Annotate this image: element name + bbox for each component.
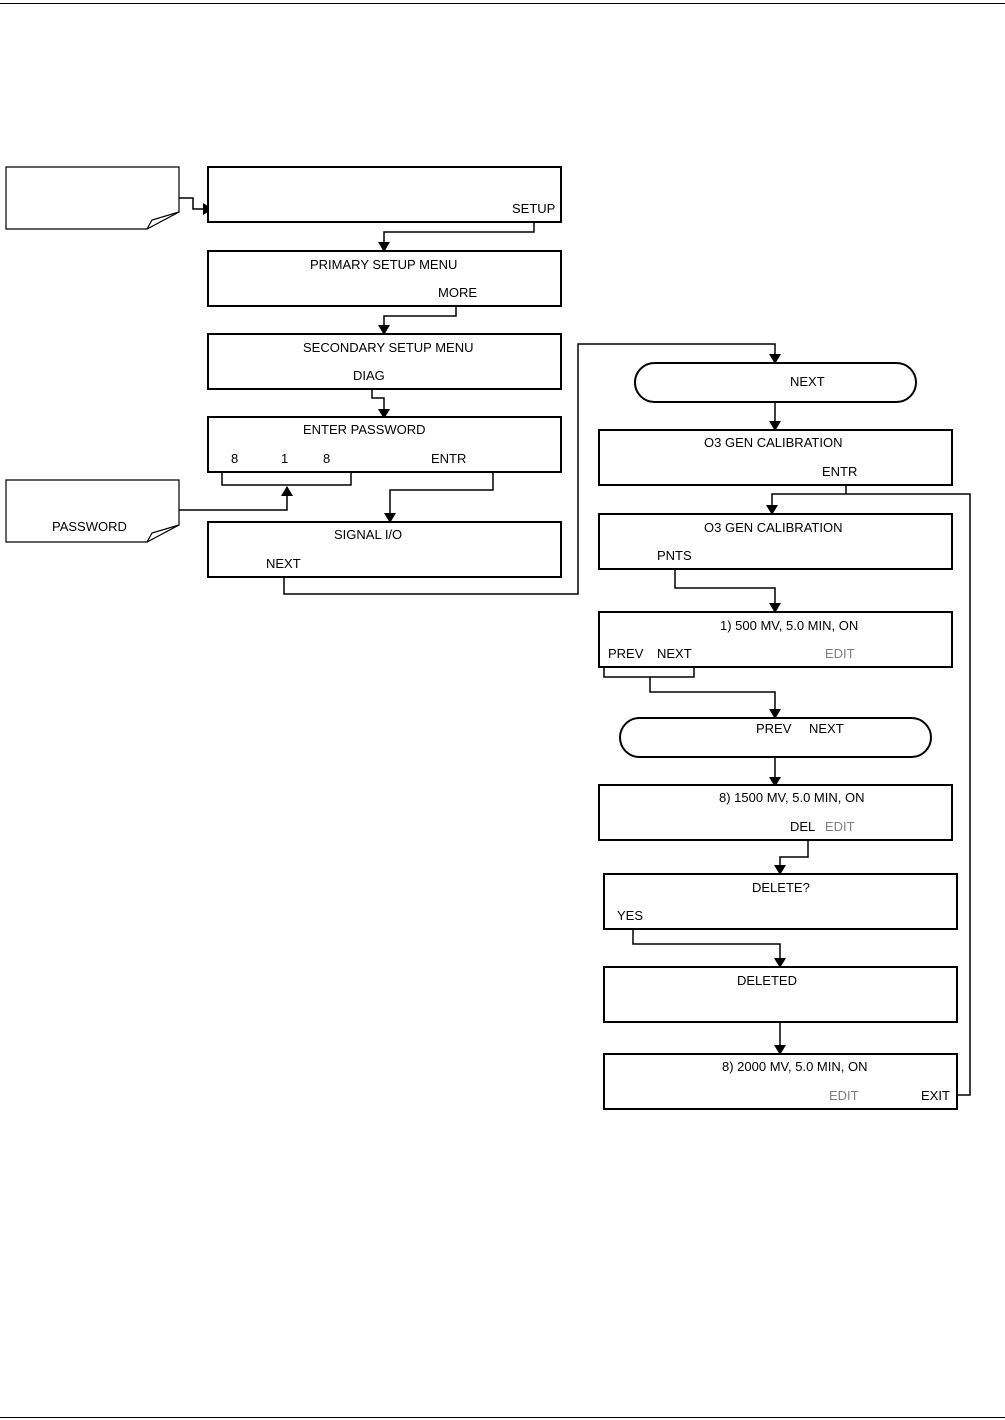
yes-button[interactable]: YES <box>617 908 644 923</box>
secondary-setup-title: SECONDARY SETUP MENU <box>303 340 474 355</box>
connector-signal-next <box>283 343 781 595</box>
next-loop-next-button[interactable]: NEXT <box>790 374 825 389</box>
connector-diag <box>371 382 390 419</box>
point-8-new-title: 8) 2000 MV, 5.0 MIN, ON <box>722 1059 868 1074</box>
next-loop-pill <box>634 362 917 403</box>
primary-setup-screen <box>207 250 562 307</box>
connector-del <box>774 834 809 875</box>
deleted-title: DELETED <box>737 973 797 988</box>
connector-pnts <box>674 562 781 613</box>
note-password: PASSWORD <box>52 519 127 534</box>
connector-setup <box>378 218 535 252</box>
o3-calibration-screen-1 <box>598 429 953 486</box>
deleted-screen <box>603 966 958 1023</box>
point-8-screen <box>598 784 953 841</box>
pnts-button[interactable]: PNTS <box>657 548 692 563</box>
setup-button[interactable]: SETUP <box>512 201 556 216</box>
password-digit-1[interactable]: 8 <box>231 451 239 466</box>
signal-io-title: SIGNAL I/O <box>334 527 403 542</box>
o3-calibration-screen-2 <box>598 513 953 570</box>
delete-confirm-screen <box>603 873 958 930</box>
diag-button[interactable]: DIAG <box>353 368 385 383</box>
note-shape-password <box>5 479 180 543</box>
point-1-edit-button[interactable]: EDIT <box>825 646 855 661</box>
connector-password-note <box>179 486 293 511</box>
del-button[interactable]: DEL <box>790 819 816 834</box>
prev-next-loop-prev-button[interactable]: PREV <box>756 721 792 736</box>
prev-next-loop-next-button[interactable]: NEXT <box>809 721 844 736</box>
o3-entr-button[interactable]: ENTR <box>822 464 858 479</box>
connector-prev-next <box>649 677 781 719</box>
entr-button[interactable]: ENTR <box>431 451 467 466</box>
connector-more <box>378 302 457 335</box>
point-1-next-button[interactable]: NEXT <box>657 646 692 661</box>
password-digit-3[interactable]: 8 <box>323 451 331 466</box>
secondary-setup-screen <box>207 333 562 390</box>
delete-confirm-title: DELETE? <box>752 880 810 895</box>
password-screen <box>207 416 562 473</box>
note-shape-1 <box>5 166 180 230</box>
password-title: ENTER PASSWORD <box>303 422 426 437</box>
point-1-screen <box>598 611 953 668</box>
exit-button[interactable]: EXIT <box>921 1088 950 1103</box>
point-8-new-edit-button[interactable]: EDIT <box>829 1088 859 1103</box>
footer-rule <box>0 1417 1005 1418</box>
o3-calibration-title-2: O3 GEN CALIBRATION <box>704 520 843 535</box>
primary-setup-title: PRIMARY SETUP MENU <box>310 257 458 272</box>
signal-io-screen <box>207 521 562 578</box>
o3-calibration-title-1: O3 GEN CALIBRATION <box>704 435 843 450</box>
main-screen <box>207 166 562 223</box>
connector-entr <box>384 466 494 523</box>
point-8-edit-button[interactable]: EDIT <box>825 819 855 834</box>
point-8-new-screen <box>603 1053 958 1110</box>
password-digit-2[interactable]: 1 <box>281 451 289 466</box>
point-8-title: 8) 1500 MV, 5.0 MIN, ON <box>719 790 865 805</box>
header-rule <box>0 3 1005 4</box>
connector-exit-loop <box>766 493 971 1096</box>
connector-note-to-main <box>179 197 213 215</box>
signal-io-next-button[interactable]: NEXT <box>266 556 301 571</box>
point-1-prev-button[interactable]: PREV <box>608 646 644 661</box>
prev-next-loop-pill <box>619 717 932 758</box>
connector-yes <box>632 922 786 968</box>
point-1-title: 1) 500 MV, 5.0 MIN, ON <box>720 618 859 633</box>
more-button[interactable]: MORE <box>438 285 477 300</box>
